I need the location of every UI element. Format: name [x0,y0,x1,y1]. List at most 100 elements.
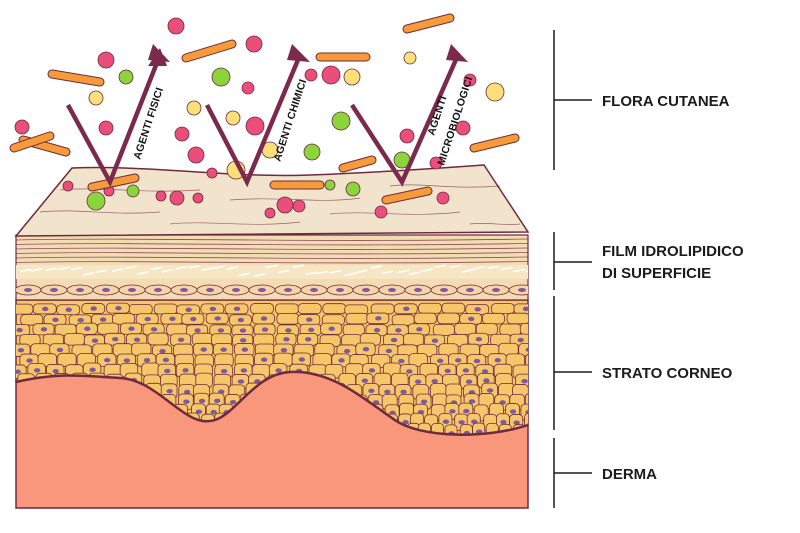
coccus-microbe [186,100,202,116]
cell-nucleus [195,409,203,414]
cell-nucleus [112,337,119,342]
cell-nucleus [182,368,189,373]
epidermal-cell [250,303,274,314]
lipid-streak [175,265,188,270]
coccus-microbe [324,179,336,191]
corneocyte-nucleus [258,288,266,292]
lipid-streak [344,272,357,277]
cell-nucleus [528,419,534,423]
lipid-streak [450,264,462,269]
cell-nucleus [306,317,313,322]
cell-nucleus [220,369,228,374]
epidermal-cell [531,364,549,378]
epidermal-cell [297,303,322,315]
cell-nucleus [449,409,456,414]
cell-nucleus [275,368,282,373]
coccus-microbe [62,180,74,192]
coccus-microbe [303,143,321,161]
coccus-microbe [399,128,415,144]
cell-nucleus [385,348,393,354]
cell-nucleus [144,316,151,322]
coccus-microbe [126,184,140,198]
cell-nucleus [84,326,91,331]
cell-nucleus [26,358,33,363]
epidermal-cell [533,374,550,388]
epidermal-cell [16,303,34,315]
lipid-streak [95,269,108,274]
cell-nucleus [177,337,185,343]
cell-nucleus [528,327,534,331]
surface-texture [329,211,461,215]
surface-texture [39,210,161,214]
epidermal-cell [540,415,553,432]
cell-nucleus [237,317,245,323]
bacillus-microbe [88,174,139,191]
epidermal-cell [413,312,437,325]
epidermal-cell [432,323,455,336]
cell-nucleus [214,398,221,404]
lipid-streak [226,266,239,270]
cell-nucleus [91,338,99,343]
epidermal-cell [482,312,505,325]
label-agenti-fisici: AGENTI FISICI [131,86,166,161]
cell-nucleus [521,379,528,384]
cell-nucleus [474,307,481,312]
corneocyte-nucleus [440,288,448,292]
epidermal-cell [276,313,300,325]
cell-nucleus [481,369,489,374]
arrow-agenti-microbiologici [350,54,461,187]
coccus-microbe [463,73,477,87]
cell-nucleus [444,368,451,374]
coccus-microbe [174,126,190,142]
lipid-streak [500,266,513,271]
cell-nucleus [513,420,520,425]
lipid-streak [421,268,434,272]
lipid-streak [201,267,214,271]
coccus-microbe [211,67,231,87]
cell-nucleus [159,348,166,354]
cell-nucleus [16,369,22,374]
epidermal-cell [345,312,369,325]
layer-brackets [553,30,592,508]
cell-nucleus [104,357,111,363]
label-film-idrolipidico-2: DI SUPERFICIE [602,265,711,282]
epidermal-cell [441,302,466,314]
cell-nucleus [217,328,225,333]
corneocyte-nucleus [180,288,188,292]
epidermal-cell [490,303,515,315]
label-derma: DERMA [602,466,657,483]
arrow-agenti-chimici [205,54,303,188]
cell-nucleus [467,316,475,322]
skin-microbes [9,13,520,219]
corneocyte-nucleus [518,288,526,292]
coccus-microbe [264,207,276,219]
lipid-streak [462,269,475,273]
epidermal-cell [322,303,347,315]
coccus-microbe [292,199,306,213]
cell-nucleus [169,316,176,322]
lipid-streak [292,264,305,269]
cell-nucleus [183,389,191,395]
lipid-streak [238,272,251,277]
cell-nucleus [162,357,170,363]
cell-nucleus [65,307,72,312]
lipid-streak [254,273,266,277]
coccus-microbe [86,191,106,211]
cell-nucleus [328,326,335,331]
coccus-microbe [321,65,341,85]
cell-nucleus [166,389,173,394]
lipid-streak [112,268,124,272]
epidermal-cell [63,332,85,346]
epidermal-cell [533,435,544,453]
lipid-streak [525,268,528,273]
cell-nucleus [458,420,465,425]
coccus-microbe [245,116,265,136]
cell-nucleus [143,358,151,363]
film-line [16,252,528,255]
corneocyte-nucleus [154,288,162,292]
cell-nucleus [254,379,261,384]
lipid-streak [136,271,149,275]
coccus-microbe [485,82,505,102]
cell-nucleus [431,338,439,343]
